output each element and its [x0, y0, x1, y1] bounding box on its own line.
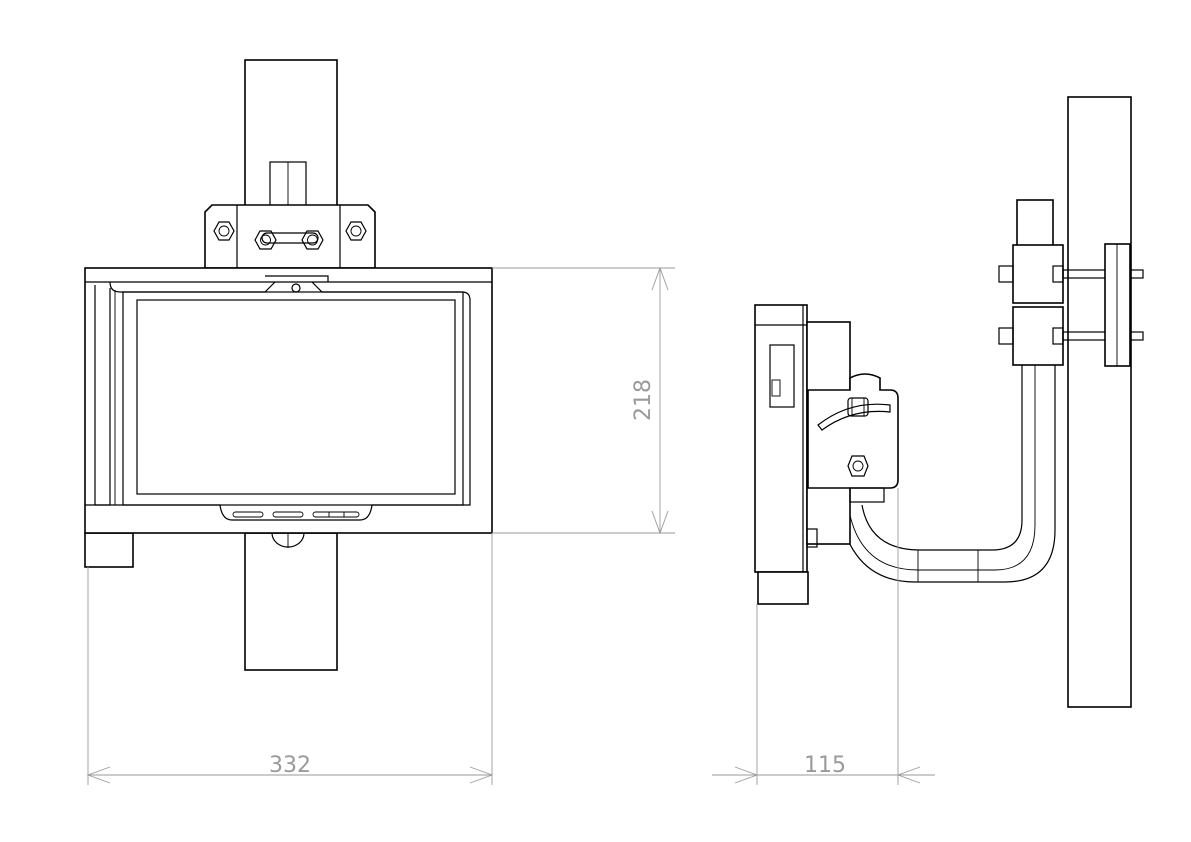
side-port — [771, 379, 781, 397]
front-pole-lower — [244, 532, 338, 671]
front-right-nut — [345, 221, 367, 241]
side-view — [754, 96, 1144, 708]
dimension-height-label: 218 — [631, 379, 656, 421]
front-slot-nut-left — [254, 230, 277, 250]
front-dimensions — [86, 266, 675, 785]
front-slot-nut-right — [301, 230, 324, 250]
side-dimension — [712, 488, 935, 785]
side-connector-panel — [769, 344, 795, 408]
side-clamp-upper — [1012, 244, 1064, 304]
front-button-3 — [312, 511, 360, 518]
front-button-2 — [272, 511, 304, 518]
side-monitor-foot — [757, 571, 809, 605]
side-nut-lower — [998, 327, 1014, 345]
front-button-1 — [232, 511, 264, 518]
front-view — [84, 59, 493, 671]
side-arc-slot — [817, 403, 891, 431]
side-monitor-body — [754, 304, 808, 573]
front-left-nut — [213, 221, 235, 241]
side-tilt-knob — [847, 397, 869, 417]
side-back-plate — [1104, 243, 1131, 367]
front-screen — [136, 299, 456, 495]
side-arm-tube — [861, 365, 1023, 551]
dimension-width-label: 332 — [269, 753, 311, 778]
front-housing — [84, 267, 493, 534]
side-wall-post — [1067, 96, 1132, 708]
dimension-depth-label: 115 — [804, 753, 846, 778]
front-left-foot — [84, 532, 134, 568]
side-pivot-nut — [847, 455, 869, 477]
side-nut-upper — [998, 265, 1014, 283]
side-clamp-lower — [1012, 306, 1064, 366]
side-pole-top — [1016, 199, 1054, 249]
side-tilt-bracket — [807, 373, 899, 489]
front-bezel — [122, 291, 464, 506]
front-slot-plate — [261, 232, 319, 244]
